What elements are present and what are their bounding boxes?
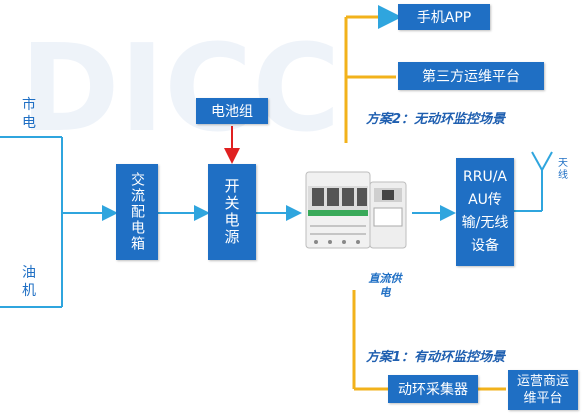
collector-box: 动环采集器 — [388, 375, 478, 403]
rru-aau-box: RRU/AAU传输/无线设备 — [456, 158, 514, 266]
scheme1-label: 方案1：有动环监控场景 — [366, 350, 506, 365]
ac-distribution-box: 交流配电箱 — [116, 164, 158, 260]
oil-label: 油机 — [22, 265, 36, 299]
antenna-label: 天线 — [558, 158, 568, 181]
circuit-breaker-device-icon — [300, 168, 412, 252]
mains-label: 市电 — [22, 97, 36, 131]
scheme2-label: 方案2：无动环监控场景 — [366, 112, 506, 127]
third-party-platform-box: 第三方运维平台 — [398, 62, 544, 90]
operator-platform-box: 运营商运维平台 — [508, 370, 578, 410]
switch-power-box: 开关电源 — [208, 164, 256, 260]
antenna-icon — [530, 150, 554, 172]
dc-supply-label: 直流供电 — [368, 272, 402, 299]
battery-box: 电池组 — [196, 98, 268, 124]
watermark: DICC — [20, 20, 341, 159]
mobile-app-box: 手机APP — [398, 4, 490, 30]
